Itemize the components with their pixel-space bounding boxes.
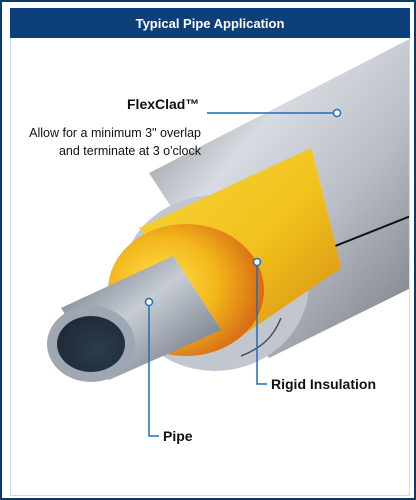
pipe-diagram [47, 39, 409, 437]
pipe-callout-dot [144, 297, 154, 307]
insulation-label: Rigid Insulation [271, 376, 376, 392]
diagram-stage: FlexClad™ Allow for a minimum 3" overlap… [10, 38, 410, 496]
flexclad-callout-dot [332, 108, 342, 118]
insulation-callout-line [256, 262, 267, 385]
pipe-callout-line [148, 302, 159, 437]
flexclad-title: FlexClad™ [127, 96, 200, 112]
pipe-label: Pipe [163, 428, 193, 444]
pipe-body [47, 256, 221, 382]
flexclad-note: Allow for a minimum 3" overlap and termi… [21, 124, 201, 160]
insulation-callout-dot [252, 257, 262, 267]
header-title: Typical Pipe Application [10, 8, 410, 38]
flexclad-note-line-2: and terminate at 3 o'clock [58, 144, 201, 158]
flexclad-note-line-1: Allow for a minimum 3" overlap [29, 126, 201, 140]
